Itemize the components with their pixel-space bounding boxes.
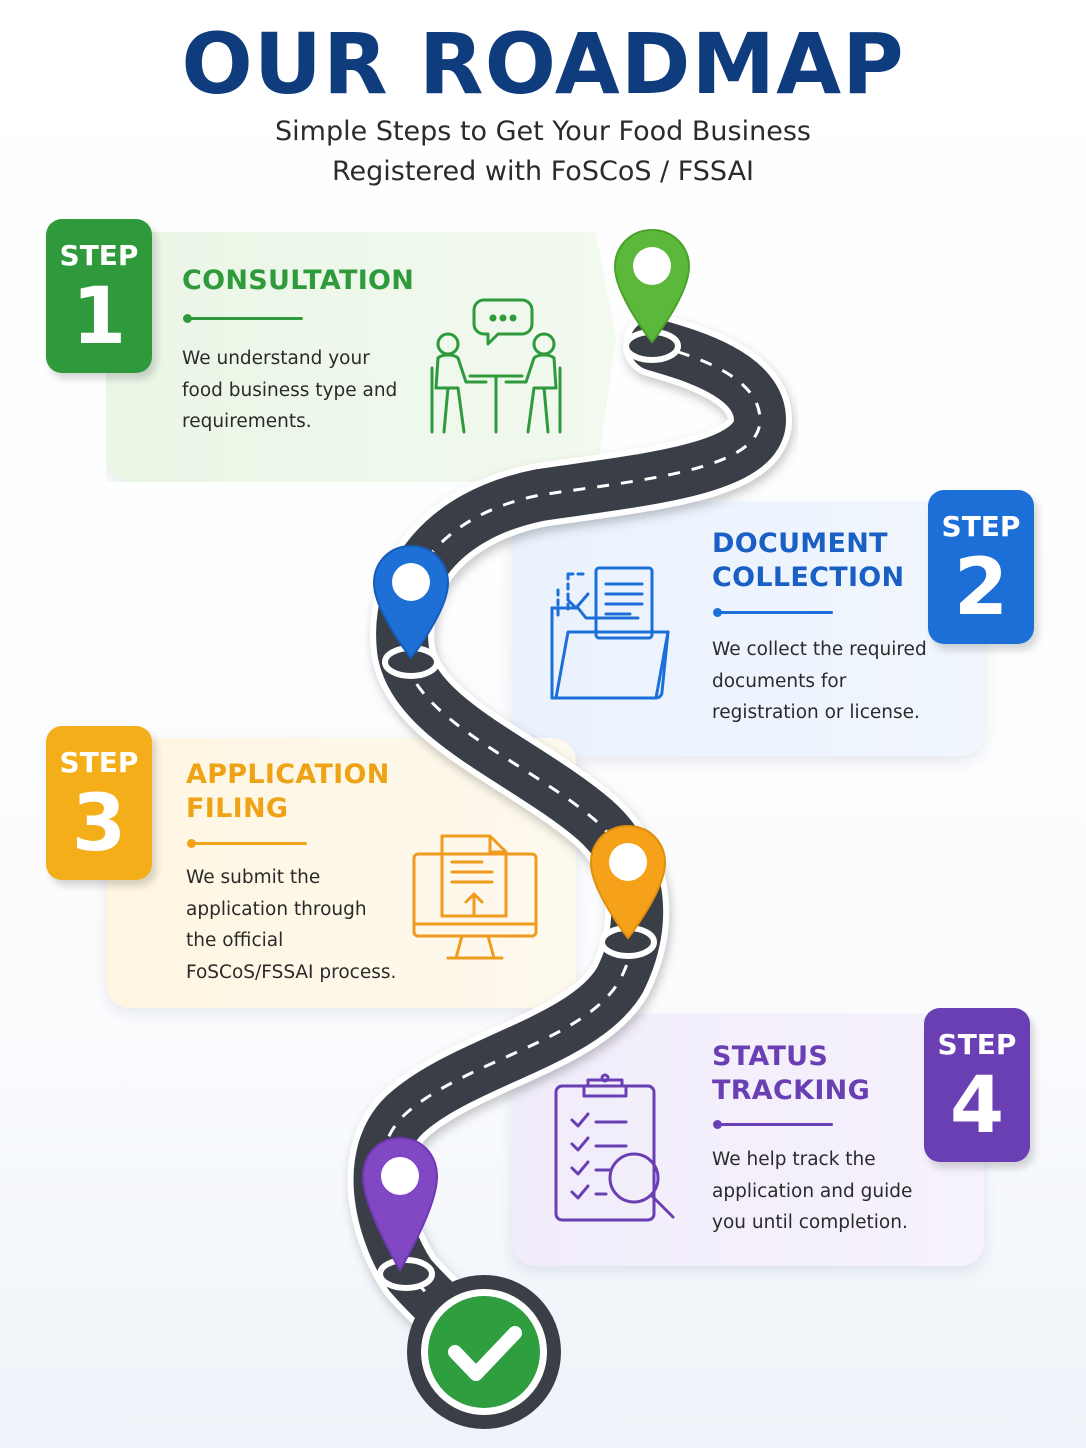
step-title-line: FILING — [186, 793, 289, 824]
step-title-line: COLLECTION — [712, 562, 905, 593]
step-number: 2 — [953, 543, 1009, 633]
step-1-description: We understand your food business type an… — [182, 343, 397, 438]
step-4-divider — [713, 1120, 833, 1129]
desc-line: We understand your — [182, 348, 370, 369]
step-4-card — [512, 1014, 984, 1266]
map-pin-icon-orange — [589, 824, 667, 940]
desc-line: documents for — [712, 670, 847, 692]
checklist-search-icon — [554, 1073, 675, 1222]
desc-line: We help track the — [712, 1149, 876, 1170]
page-subtitle: Simple Steps to Get Your Food Business R… — [0, 112, 1086, 192]
subtitle-line-2: Registered with FoSCoS / FSSAI — [331, 156, 755, 187]
subtitle-line-1: Simple Steps to Get Your Food Business — [275, 116, 811, 147]
step-title-line: TRACKING — [712, 1075, 871, 1106]
step-label: STEP — [941, 510, 1021, 543]
desc-line: you until completion. — [712, 1212, 908, 1233]
step-label: STEP — [59, 239, 139, 272]
desc-line: registration or license. — [712, 702, 920, 723]
desc-line: We collect the required — [712, 639, 927, 660]
step-number: 4 — [949, 1061, 1005, 1151]
step-1-divider — [183, 314, 303, 323]
page-title: OUR ROADMAP — [181, 15, 905, 113]
map-pin-icon-blue — [372, 544, 450, 660]
finish-badge — [428, 1296, 540, 1408]
desc-line: FoSCoS/FSSAI process. — [186, 961, 397, 983]
step-2-divider — [713, 608, 833, 617]
step-3-divider — [187, 839, 307, 848]
checkmark-icon — [448, 1326, 522, 1381]
step-4-badge: STEP 4 — [924, 1008, 1030, 1162]
step-3-description: We submit the application through the of… — [186, 862, 396, 988]
step-4-description: We help track the application and guide … — [712, 1144, 912, 1239]
desc-line: We submit the — [186, 867, 321, 888]
step-3-badge: STEP 3 — [46, 726, 152, 880]
step-title-line: CONSULTATION — [182, 265, 415, 296]
desc-line: food business type and — [182, 379, 398, 401]
step-2-description: We collect the required documents for re… — [712, 634, 927, 729]
consultation-icon — [430, 298, 562, 434]
step-1-badge: STEP 1 — [46, 219, 152, 373]
upload-monitor-icon — [412, 834, 538, 960]
step-label: STEP — [937, 1028, 1017, 1061]
step-title-line: STATUS — [712, 1041, 829, 1072]
desc-line: application and guide — [712, 1180, 913, 1202]
step-2-card — [512, 502, 984, 756]
step-title-line: APPLICATION — [186, 759, 390, 790]
desc-line: application through — [186, 898, 367, 920]
step-label: STEP — [59, 746, 139, 779]
step-2-badge: STEP 2 — [928, 490, 1034, 644]
step-1-card — [106, 232, 616, 482]
map-pin-icon-purple — [361, 1136, 439, 1272]
step-1-title: CONSULTATION — [182, 264, 414, 298]
step-title-line: DOCUMENT — [712, 528, 888, 559]
document-folder-icon — [550, 566, 670, 700]
step-2-title: DOCUMENT COLLECTION — [712, 527, 904, 595]
step-number: 1 — [71, 272, 127, 362]
desc-line: the official — [186, 930, 284, 951]
map-pin-icon-green — [613, 228, 691, 344]
desc-line: requirements. — [182, 411, 312, 432]
step-number: 3 — [71, 779, 127, 869]
step-3-title: APPLICATION FILING — [186, 758, 390, 826]
step-4-title: STATUS TRACKING — [712, 1040, 870, 1108]
